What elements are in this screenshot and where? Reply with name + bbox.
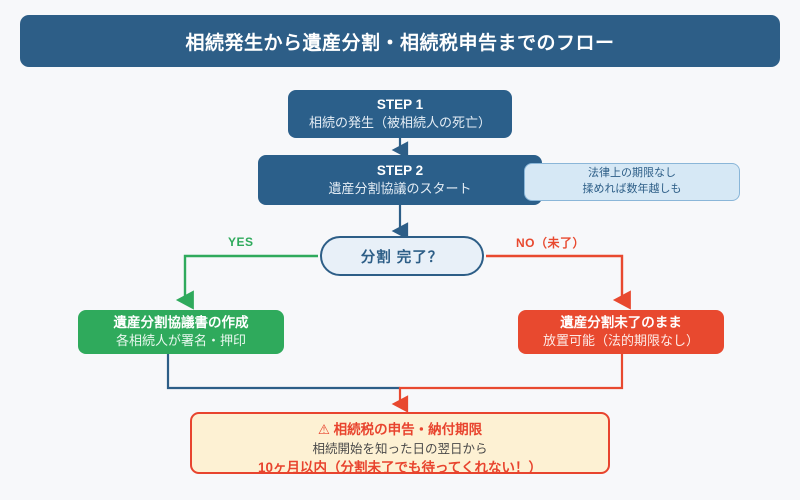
no-outcome-title: 遺産分割未了のまま: [560, 315, 682, 331]
node-no-outcome[interactable]: 遺産分割未了のまま 放置可能（法的期限なし）: [518, 310, 724, 354]
yes-outcome-subtitle: 各相続人が署名・押印: [115, 333, 246, 349]
header-bar: 相続発生から遺産分割・相続税申告までのフロー: [20, 15, 780, 67]
node-step1[interactable]: STEP 1 相続の発生（被相続人の死亡）: [288, 90, 512, 138]
step2-title: STEP 2: [376, 163, 424, 179]
step1-subtitle: 相続の発生（被相続人の死亡）: [308, 115, 491, 131]
yes-outcome-title: 遺産分割協議書の作成: [113, 315, 249, 331]
note-callout-step2: 法律上の期限なし 揉めれば数年越しも: [524, 163, 740, 201]
warning-title: ⚠ 相続税の申告・納付期限: [317, 422, 483, 437]
node-tax-deadline-warning[interactable]: ⚠ 相続税の申告・納付期限 相続開始を知った日の翌日から 10ヶ月以内（分割未了…: [190, 412, 610, 475]
step1-title: STEP 1: [376, 97, 424, 113]
warning-line-2: 相続開始を知った日の翌日から: [312, 441, 488, 456]
node-yes-outcome[interactable]: 遺産分割協議書の作成 各相続人が署名・押印: [78, 310, 284, 354]
node-step2[interactable]: STEP 2 遺産分割協議のスタート: [258, 155, 542, 205]
node-decision-division-complete[interactable]: 分割 完了？: [320, 236, 484, 276]
page-title: 相続発生から遺産分割・相続税申告までのフロー: [185, 32, 615, 54]
edge-label-yes: YES: [228, 235, 254, 249]
step2-subtitle: 遺産分割協議のスタート: [328, 181, 472, 197]
warning-line-3: 10ヶ月以内（分割未了でも待ってくれない！）: [258, 460, 542, 476]
decision-label: 分割 完了？: [360, 249, 444, 266]
note-line-1: 法律上の期限なし: [588, 167, 676, 180]
note-line-2: 揉めれば数年越しも: [582, 183, 682, 195]
edge-label-no: NO（未了）: [516, 236, 586, 250]
no-outcome-subtitle: 放置可能（法的期限なし）: [542, 333, 699, 349]
